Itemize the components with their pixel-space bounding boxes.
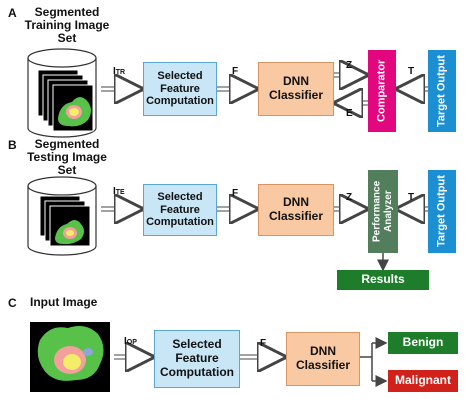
benign-box: Benign bbox=[388, 332, 458, 354]
panel-b-letter: B bbox=[8, 138, 17, 152]
panel-a-feature-box: Selected Feature Computation bbox=[143, 62, 217, 116]
panel-c-feature-box: Selected Feature Computation bbox=[154, 330, 240, 388]
comparator-box: Comparator bbox=[368, 50, 396, 132]
malignant-box: Malignant bbox=[388, 370, 458, 392]
panel-a-input-label: ITR bbox=[113, 66, 126, 77]
panel-a-t-label: T bbox=[408, 66, 415, 77]
panel-b-z-label: Z bbox=[346, 192, 353, 203]
panel-c-dnn-box: DNN Classifier bbox=[286, 332, 360, 386]
testing-image-stack bbox=[27, 176, 97, 256]
results-box: Results bbox=[337, 270, 429, 290]
panel-a-title: Segmented Training Image Set bbox=[24, 5, 110, 46]
panel-b-dnn-box: DNN Classifier bbox=[258, 184, 334, 236]
panel-c-feature-label: F bbox=[260, 338, 267, 349]
panel-a-e-label: E bbox=[346, 108, 353, 119]
panel-b-target-output-box: Target Output bbox=[428, 170, 456, 253]
panel-a-target-output-box: Target Output bbox=[428, 50, 456, 132]
panel-b-title: Segmented Testing Image Set bbox=[27, 137, 107, 178]
input-image bbox=[30, 322, 110, 392]
panel-c-title: Input Image bbox=[30, 295, 98, 309]
panel-a-letter: A bbox=[8, 6, 17, 20]
panel-a-z-label: Z bbox=[346, 60, 353, 71]
panel-b-t-label: T bbox=[408, 192, 415, 203]
panel-c-input-label: IOP bbox=[124, 336, 137, 347]
panel-a-feature-label: F bbox=[232, 66, 239, 77]
panel-b-feature-box: Selected Feature Computation bbox=[143, 184, 217, 236]
training-image-stack bbox=[27, 48, 97, 138]
panel-b-feature-label: F bbox=[232, 188, 239, 199]
panel-a-dnn-box: DNN Classifier bbox=[258, 62, 334, 116]
panel-c-letter: C bbox=[8, 296, 17, 310]
panel-b-input-label: ITE bbox=[113, 186, 125, 197]
performance-analyzer-box: Performance Analyzer bbox=[368, 170, 398, 253]
